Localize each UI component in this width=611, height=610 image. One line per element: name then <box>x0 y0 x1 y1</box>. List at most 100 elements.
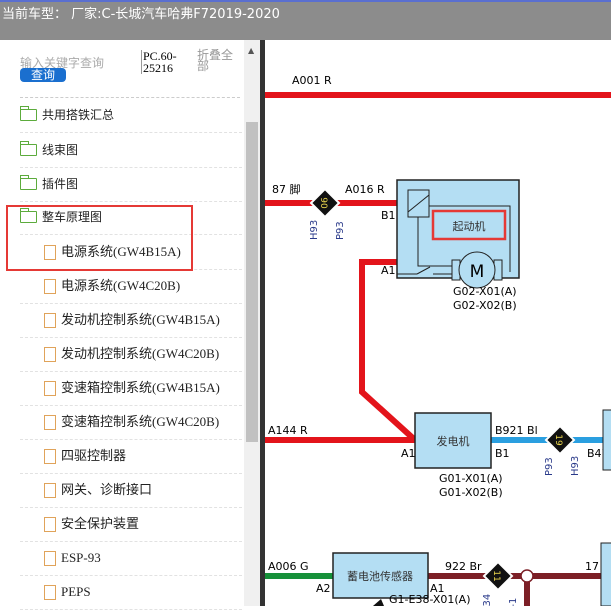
document-icon <box>44 312 56 328</box>
divider <box>20 303 242 304</box>
connector-90-label: 90 <box>318 197 328 209</box>
gen-pin-a1: A1 <box>401 447 416 460</box>
right-component-2 <box>600 542 611 606</box>
divider <box>20 405 242 406</box>
folder-icon <box>20 208 37 223</box>
bs-conn1: G1-E38-X01(A) <box>389 593 471 606</box>
vehicle-title: 当前车型： 厂家:C-长城汽车哈弗F72019-2020 <box>2 7 280 22</box>
document-icon <box>44 584 56 600</box>
tree-item[interactable]: 四驱控制器 <box>44 441 126 471</box>
query-button[interactable]: 查询 <box>20 68 66 82</box>
p93-label: P93 <box>335 221 346 240</box>
connector-19-label: 19 <box>553 434 563 446</box>
tree-item[interactable]: 网关、诊断接口 <box>44 475 152 505</box>
wiring-diagram: A001 R 87 脚 A016 R A144 R B921 Bl B47 A0… <box>265 74 611 606</box>
scrollbar[interactable]: ▲ <box>244 40 260 606</box>
label-a016: A016 R <box>345 183 385 196</box>
tree-item-label: 变速箱控制系统(GW4C20B) <box>61 414 220 429</box>
tree-item[interactable]: 整车原理图 <box>20 202 102 232</box>
battery-sensor-label: 蓄电池传感器 <box>347 570 413 583</box>
tree-item[interactable]: 发动机控制系统(GW4C20B) <box>44 339 219 369</box>
divider <box>20 439 242 440</box>
splice-node <box>520 569 534 583</box>
pin-a1: A1 <box>381 264 396 277</box>
folder-icon <box>20 175 37 190</box>
sidebar: 输入关键字查询 查询 PC.60-25216 折叠全部 共用搭铁汇总线束图插件图… <box>0 40 262 610</box>
connector-11: 11 H34 4-1 <box>482 560 519 606</box>
tree-item[interactable]: 插件图 <box>20 169 78 199</box>
tree-item-label: 电源系统(GW4C20B) <box>61 278 181 293</box>
document-icon <box>44 278 56 294</box>
document-icon <box>44 550 56 566</box>
tree-item[interactable]: 变速箱控制系统(GW4C20B) <box>44 407 219 437</box>
x4-label: 4-1 <box>508 598 519 606</box>
divider <box>20 132 242 133</box>
connector-11-label: 11 <box>491 570 501 581</box>
gen-conn1: G01-X01(A) <box>439 472 503 485</box>
divider <box>20 167 242 168</box>
tree-item[interactable]: 共用搭铁汇总 <box>20 100 114 130</box>
tree-item[interactable]: 发动机控制系统(GW4B15A) <box>44 305 220 335</box>
document-icon <box>44 244 56 260</box>
divider <box>20 541 242 542</box>
tree-item[interactable]: PEPS <box>44 577 91 607</box>
tree-item-label: ESP-93 <box>61 550 101 565</box>
starter-highlight-box <box>431 209 507 241</box>
starter-label: 起动机 <box>453 219 486 233</box>
right-component <box>602 409 611 471</box>
tree-item-label: 变速箱控制系统(GW4B15A) <box>61 380 220 395</box>
motor-symbol: M <box>470 262 485 282</box>
tree-item-label: 线束图 <box>42 143 79 157</box>
label-a144: A144 R <box>268 424 308 437</box>
divider <box>20 507 242 508</box>
tree-item-label: 插件图 <box>42 177 79 191</box>
label-a006: A006 G <box>268 560 309 573</box>
h93-label: H93 <box>309 220 320 240</box>
starter-conn1: G02-X01(A) <box>453 285 517 298</box>
document-icon <box>44 380 56 396</box>
starter-component: M 起动机 B1 A1 G02-X01(A) G02-X02(B) <box>381 179 520 312</box>
scroll-up-icon[interactable]: ▲ <box>248 46 255 55</box>
tree-item[interactable]: 变速箱控制系统(GW4B15A) <box>44 373 220 403</box>
h93-label-2: H93 <box>570 456 581 476</box>
pointer-arrow <box>373 599 384 606</box>
divider <box>20 575 242 576</box>
label-b921: B921 Bl <box>495 424 538 437</box>
tree-item[interactable]: 电源系统(GW4B15A) <box>44 237 181 267</box>
scrollbar-thumb[interactable] <box>246 122 258 442</box>
tree-item-label: 整车原理图 <box>42 210 103 224</box>
battery-sensor-component: 蓄电池传感器 A2 A1 G1-E38-X01(A) <box>316 552 471 606</box>
tree-item-label: 电源系统(GW4B15A) <box>61 244 181 259</box>
divider <box>20 337 242 338</box>
starter-conn2: G02-X02(B) <box>453 299 517 312</box>
connector-90: 90 H93 P93 <box>309 187 346 240</box>
collapse-all-button[interactable]: 折叠全部 <box>197 48 234 73</box>
label-a001: A001 R <box>292 74 332 87</box>
divider <box>20 473 242 474</box>
generator-label: 发电机 <box>437 434 470 448</box>
h34-label: H34 <box>482 594 493 606</box>
tree-item-label: 共用搭铁汇总 <box>42 108 115 122</box>
folder-icon <box>20 106 37 121</box>
wires <box>265 92 611 606</box>
tree-item[interactable]: 安全保护装置 <box>44 509 139 539</box>
connector-19: 19 P93 H93 <box>544 424 581 476</box>
document-icon <box>44 516 56 532</box>
splitter[interactable] <box>260 40 265 606</box>
wire-starter-gen <box>359 259 418 443</box>
search-input[interactable]: 输入关键字查询 <box>20 56 105 70</box>
divider <box>20 371 242 372</box>
document-icon <box>44 448 56 464</box>
tree-item-label: 网关、诊断接口 <box>61 482 153 497</box>
tree-item-label: 发动机控制系统(GW4C20B) <box>61 346 220 361</box>
divider <box>20 97 240 98</box>
pin-b1: B1 <box>381 209 396 222</box>
tree-item[interactable]: 电源系统(GW4C20B) <box>44 271 180 301</box>
tree-item[interactable]: 线束图 <box>20 135 78 165</box>
title-bar: 当前车型： 厂家:C-长城汽车哈弗F72019-2020 <box>0 0 611 40</box>
bs-pin-a2: A2 <box>316 582 331 595</box>
label-17: 17 <box>585 560 599 573</box>
tree-item[interactable]: ESP-93 <box>44 543 101 573</box>
generator-component: 发电机 A1 B1 G01-X01(A) G01-X02(B) <box>401 412 510 499</box>
document-icon <box>44 346 56 362</box>
